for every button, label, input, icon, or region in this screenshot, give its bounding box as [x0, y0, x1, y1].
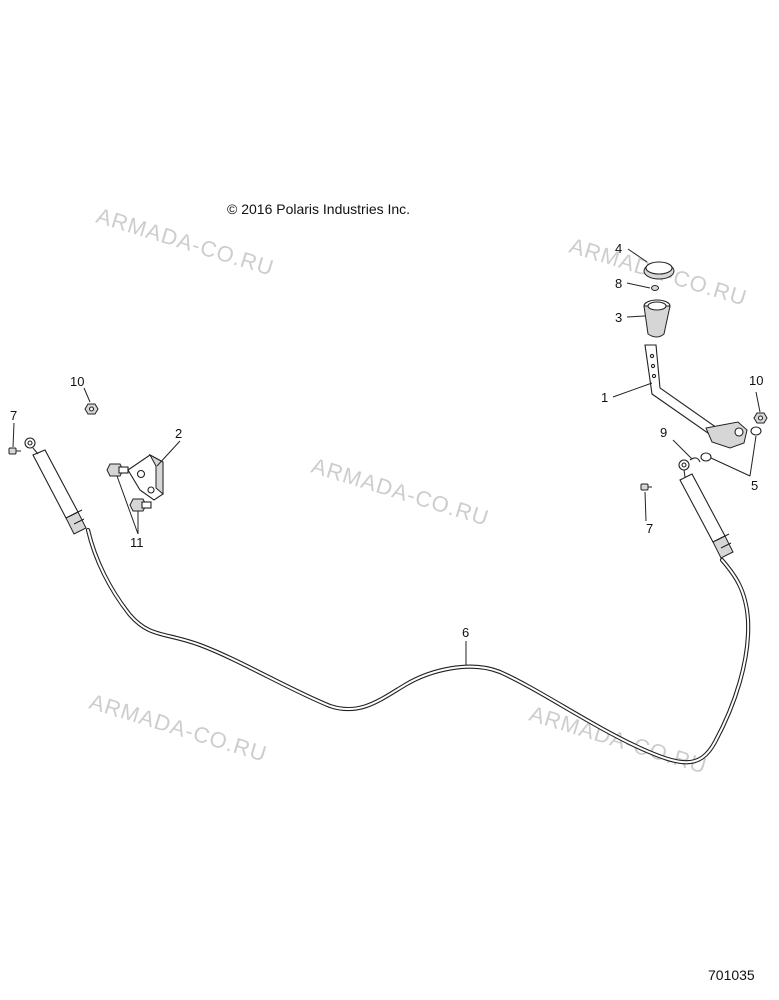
callout-2: 2	[175, 426, 182, 441]
clip-pin-right	[640, 483, 652, 491]
shift-cable	[85, 527, 751, 765]
bolts	[106, 463, 152, 512]
callout-5: 5	[751, 478, 758, 493]
shift-lever	[644, 344, 748, 449]
callout-8: 8	[615, 276, 622, 291]
callout-4: 4	[615, 241, 622, 256]
nut-right	[753, 412, 768, 424]
retaining-clip	[689, 457, 701, 463]
washers	[700, 426, 762, 462]
callout-7-left: 7	[10, 408, 17, 423]
copyright-notice: © 2016 Polaris Industries Inc.	[227, 201, 410, 217]
watermark: ARMADA-CO.RU	[527, 701, 711, 779]
nut-left	[84, 403, 99, 415]
callout-3: 3	[615, 310, 622, 325]
callout-10-right: 10	[749, 373, 763, 388]
watermark: ARMADA-CO.RU	[309, 453, 493, 531]
cable-bracket	[127, 453, 164, 501]
watermark: ARMADA-CO.RU	[87, 689, 271, 767]
right-cable-end	[678, 459, 734, 559]
callout-11: 11	[130, 535, 144, 550]
clip-pin-left	[8, 447, 21, 455]
callout-7-right: 7	[646, 521, 653, 536]
callout-9: 9	[660, 425, 667, 440]
screw	[651, 285, 659, 291]
shift-knob-cap	[643, 261, 675, 280]
shift-knob	[643, 299, 671, 338]
left-cable-end	[24, 437, 87, 535]
drawing-number: 701035	[708, 967, 755, 983]
leader-lines	[12, 248, 761, 665]
callout-10-left: 10	[70, 374, 84, 389]
callout-6: 6	[462, 625, 469, 640]
callout-1: 1	[601, 390, 608, 405]
